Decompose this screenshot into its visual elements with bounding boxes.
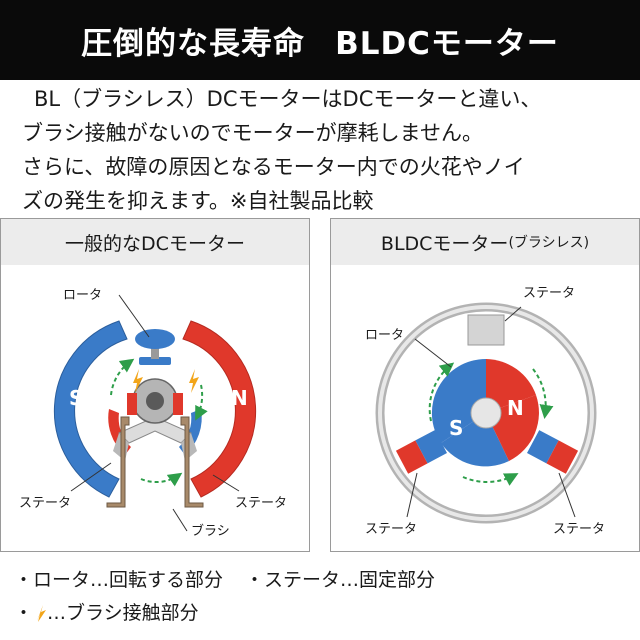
- rotation-arrow: [195, 384, 208, 421]
- title-banner: 圧倒的な長寿命 BLDCモーター: [0, 0, 640, 80]
- intro-text: BL（ブラシレス）DCモーターはDCモーターと違い、 ブラシ接触がないのでモータ…: [22, 82, 632, 218]
- pole-s-label: S: [69, 386, 83, 410]
- bldc-stator-right-label: ステータ: [553, 522, 605, 537]
- bldc-title-main: BLDCモーター: [380, 232, 509, 255]
- brush-right: [180, 416, 204, 508]
- banner-title-left: 圧倒的な長寿命: [81, 25, 306, 62]
- rotation-arrow: [428, 362, 455, 422]
- stator-right-label: ステータ: [235, 496, 287, 511]
- bldc-stator-top-label: ステータ: [523, 286, 575, 301]
- pole-n-label: N: [231, 386, 248, 410]
- intro-line-4: ズの発生を抑えます。※自社製品比較: [22, 189, 374, 213]
- spark-icon: [37, 605, 47, 622]
- rotor: [113, 329, 197, 461]
- bldc-motor-diagram: S N ステータ ロータ ステータ ステータ: [365, 286, 605, 537]
- intro-line-2: ブラシ接触がないのでモーターが摩耗しません。: [22, 121, 483, 145]
- rotor-label: ロータ: [63, 288, 102, 303]
- legend-stator: ・ステータ…固定部分: [245, 569, 436, 591]
- legend-spark: …ブラシ接触部分: [47, 602, 199, 624]
- rotation-arrow: [462, 473, 519, 486]
- banner-title-right: BLDCモーター: [335, 25, 559, 62]
- stator-top: [467, 314, 505, 346]
- legend-bullet: ・: [14, 602, 34, 624]
- spark-icon: [189, 369, 199, 393]
- legend-rotor: ・ロータ…回転する部分: [14, 569, 224, 591]
- rotation-arrow: [532, 368, 554, 419]
- dc-motor-panel-title: 一般的なDCモーター: [1, 219, 309, 265]
- bldc-pole-n-label: N: [507, 396, 524, 420]
- bldc-pole-s-label: S: [449, 416, 463, 440]
- legend: ・ロータ…回転する部分・ステータ…固定部分 ・ …ブラシ接触部分: [14, 564, 634, 630]
- legend-line-2: ・ …ブラシ接触部分: [14, 597, 634, 630]
- brush-label: ブラシ: [191, 523, 230, 539]
- stator-n-magnet: [182, 320, 257, 498]
- dc-motor-diagram: S N ロータ ステータ ステータ ブラ: [19, 288, 287, 539]
- bldc-stator-left-label: ステータ: [365, 522, 417, 537]
- rotation-arrow: [110, 358, 135, 396]
- bldc-motor-panel-title: BLDCモーター (ブラシレス): [331, 219, 639, 265]
- intro-line-1: BL（ブラシレス）DCモーターはDCモーターと違い、: [34, 87, 542, 111]
- bldc-rotor-label: ロータ: [365, 328, 404, 343]
- legend-line-1: ・ロータ…回転する部分・ステータ…固定部分: [14, 564, 634, 597]
- stator-left-label: ステータ: [19, 496, 71, 511]
- stator-s-magnet: [53, 320, 128, 498]
- stator-bottom-right: [527, 430, 579, 474]
- dc-motor-panel: 一般的なDCモーター S N: [0, 218, 310, 552]
- spark-icon: [133, 369, 143, 393]
- rotation-arrow: [140, 472, 183, 487]
- bldc-rotor: [431, 358, 539, 467]
- bldc-motor-panel: BLDCモーター (ブラシレス) S: [330, 218, 640, 552]
- bldc-title-sub: (ブラシレス): [508, 235, 590, 251]
- intro-line-3: さらに、故障の原因となるモーター内での火花やノイ: [22, 155, 525, 179]
- brush-left: [106, 416, 130, 508]
